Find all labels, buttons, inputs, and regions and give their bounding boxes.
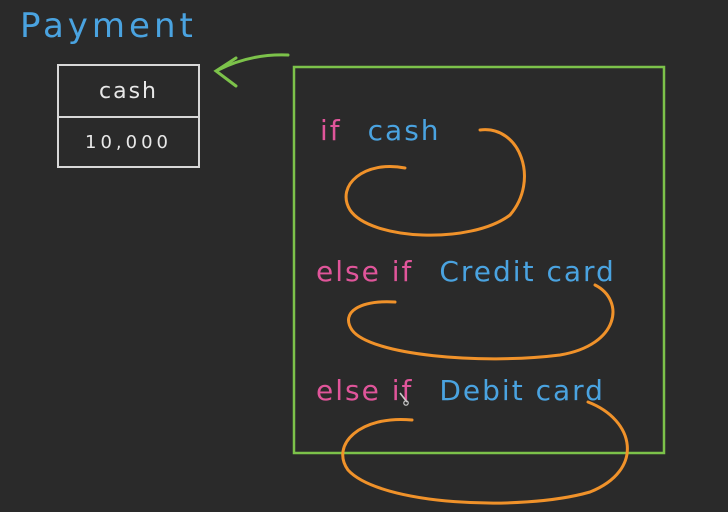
payment-amount-cell: 10,000 [59,116,198,166]
else-if-statement-line-1: else if Credit card [316,255,616,288]
payment-title: Payment [20,6,197,46]
code-block-frame [292,65,666,455]
else-if-keyword-1: else if [316,255,414,288]
if-branch-loop [344,128,526,237]
else-if-keyword-2: else if [316,374,414,407]
else-if-statement-line-2: else if Debit card [316,374,605,407]
else-if-1-branch-loop [347,283,615,361]
else-if-condition-1: Credit card [439,255,616,288]
payment-variable-box: cash 10,000 [57,64,200,168]
if-condition: cash [367,114,441,147]
arrow-left-icon [213,53,290,88]
if-keyword: if [320,114,342,147]
pen-cursor-icon [399,392,409,406]
else-if-condition-2: Debit card [439,374,605,407]
else-if-2-branch-loop [341,400,629,505]
payment-type-cell: cash [99,78,158,104]
